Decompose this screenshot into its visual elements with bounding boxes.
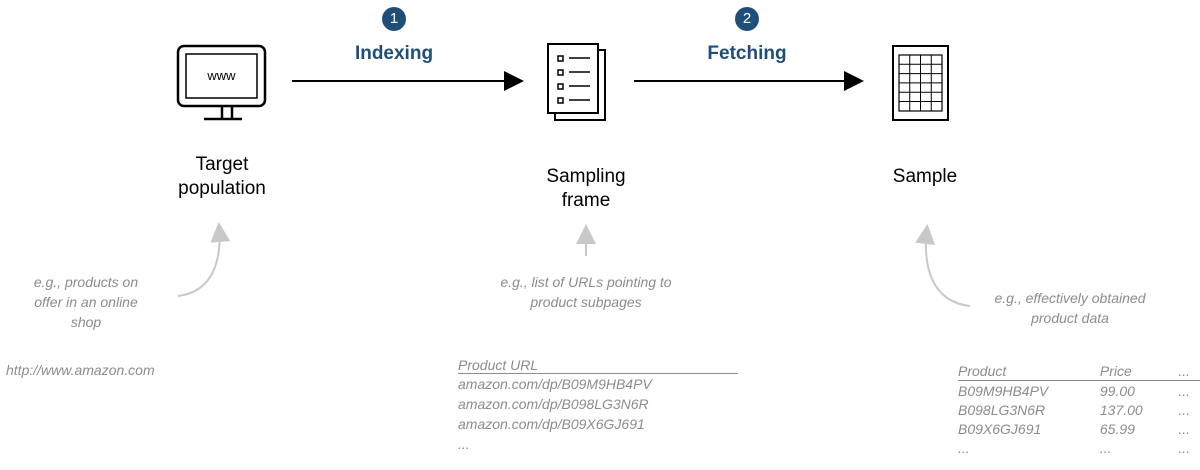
sample-cell: ... <box>958 439 970 456</box>
sample-col-header: ... <box>1178 361 1200 381</box>
frame-url-row: amazon.com/dp/B098LG3N6R <box>458 396 649 412</box>
sample-note: e.g., effectively obtained product data <box>960 288 1180 328</box>
sample-data-table: Product Price ... B09M9HB4PV 99.00 ... B… <box>958 361 1200 457</box>
sample-table-header-row: Product Price ... <box>958 361 1200 381</box>
sample-cell: ... <box>1178 420 1191 437</box>
sample-col-header: Price <box>1099 361 1179 381</box>
frame-label: Sampling frame <box>506 165 666 213</box>
frame-note-line: e.g., list of URLs pointing to <box>500 274 672 290</box>
sample-note-line: product data <box>1031 310 1109 326</box>
frame-note: e.g., list of URLs pointing to product s… <box>456 272 716 312</box>
sample-cell: ... <box>1178 382 1191 399</box>
table-row: B09M9HB4PV 99.00 ... <box>958 381 1200 401</box>
grid-sheet-icon <box>892 45 949 121</box>
table-row: B09X6GJ691 65.99 ... <box>958 419 1200 438</box>
step-1-badge: 1 <box>382 7 406 31</box>
sample-cell: B09X6GJ691 <box>958 420 1042 437</box>
frame-url-row: amazon.com/dp/B09M9HB4PV <box>458 376 652 392</box>
population-note: e.g., products on offer in an online sho… <box>6 272 166 332</box>
population-note-line: e.g., products on <box>33 274 139 290</box>
sample-cell: 65.99 <box>1099 420 1135 437</box>
sample-cell: B098LG3N6R <box>958 401 1046 418</box>
population-label-line1: Target <box>195 154 249 175</box>
population-note-line: offer in an online <box>34 294 138 310</box>
population-note-connector <box>177 222 231 297</box>
frame-note-line: product subpages <box>530 294 642 310</box>
monitor-icon <box>176 44 267 121</box>
table-row: B098LG3N6R 137.00 ... <box>958 400 1200 419</box>
frame-url-row: ... <box>458 436 470 452</box>
example-url: http://www.amazon.com <box>6 362 155 378</box>
sample-note-connector <box>915 224 971 307</box>
sample-cell: B09M9HB4PV <box>958 382 1049 399</box>
sample-cell: ... <box>1099 439 1112 456</box>
frame-url-table: Product URL amazon.com/dp/B09M9HB4PV ama… <box>458 357 738 454</box>
sample-cell: ... <box>1178 401 1191 418</box>
sample-note-line: e.g., effectively obtained <box>994 290 1146 306</box>
step-2-title: Fetching <box>707 43 787 64</box>
population-note-line: shop <box>70 314 102 330</box>
frame-table-header: Product URL <box>458 357 738 374</box>
monitor-www-text: www <box>207 68 236 83</box>
sample-cell: ... <box>1178 439 1191 456</box>
sample-label: Sample <box>892 166 958 187</box>
frame-label-line2: frame <box>561 190 611 211</box>
sample-col-header: Product <box>958 361 1100 381</box>
frame-label-line1: Sampling <box>546 166 626 187</box>
population-label: Target population <box>142 153 302 201</box>
sample-cell: 99.00 <box>1099 382 1135 399</box>
sample-cell: 137.00 <box>1099 401 1143 418</box>
step-2-badge: 2 <box>735 7 759 31</box>
table-row: ... ... ... <box>958 438 1200 457</box>
document-list-icon <box>547 43 606 121</box>
frame-url-row: amazon.com/dp/B09X6GJ691 <box>458 416 645 432</box>
step-1-title: Indexing <box>354 43 434 64</box>
population-label-line2: population <box>178 178 266 199</box>
